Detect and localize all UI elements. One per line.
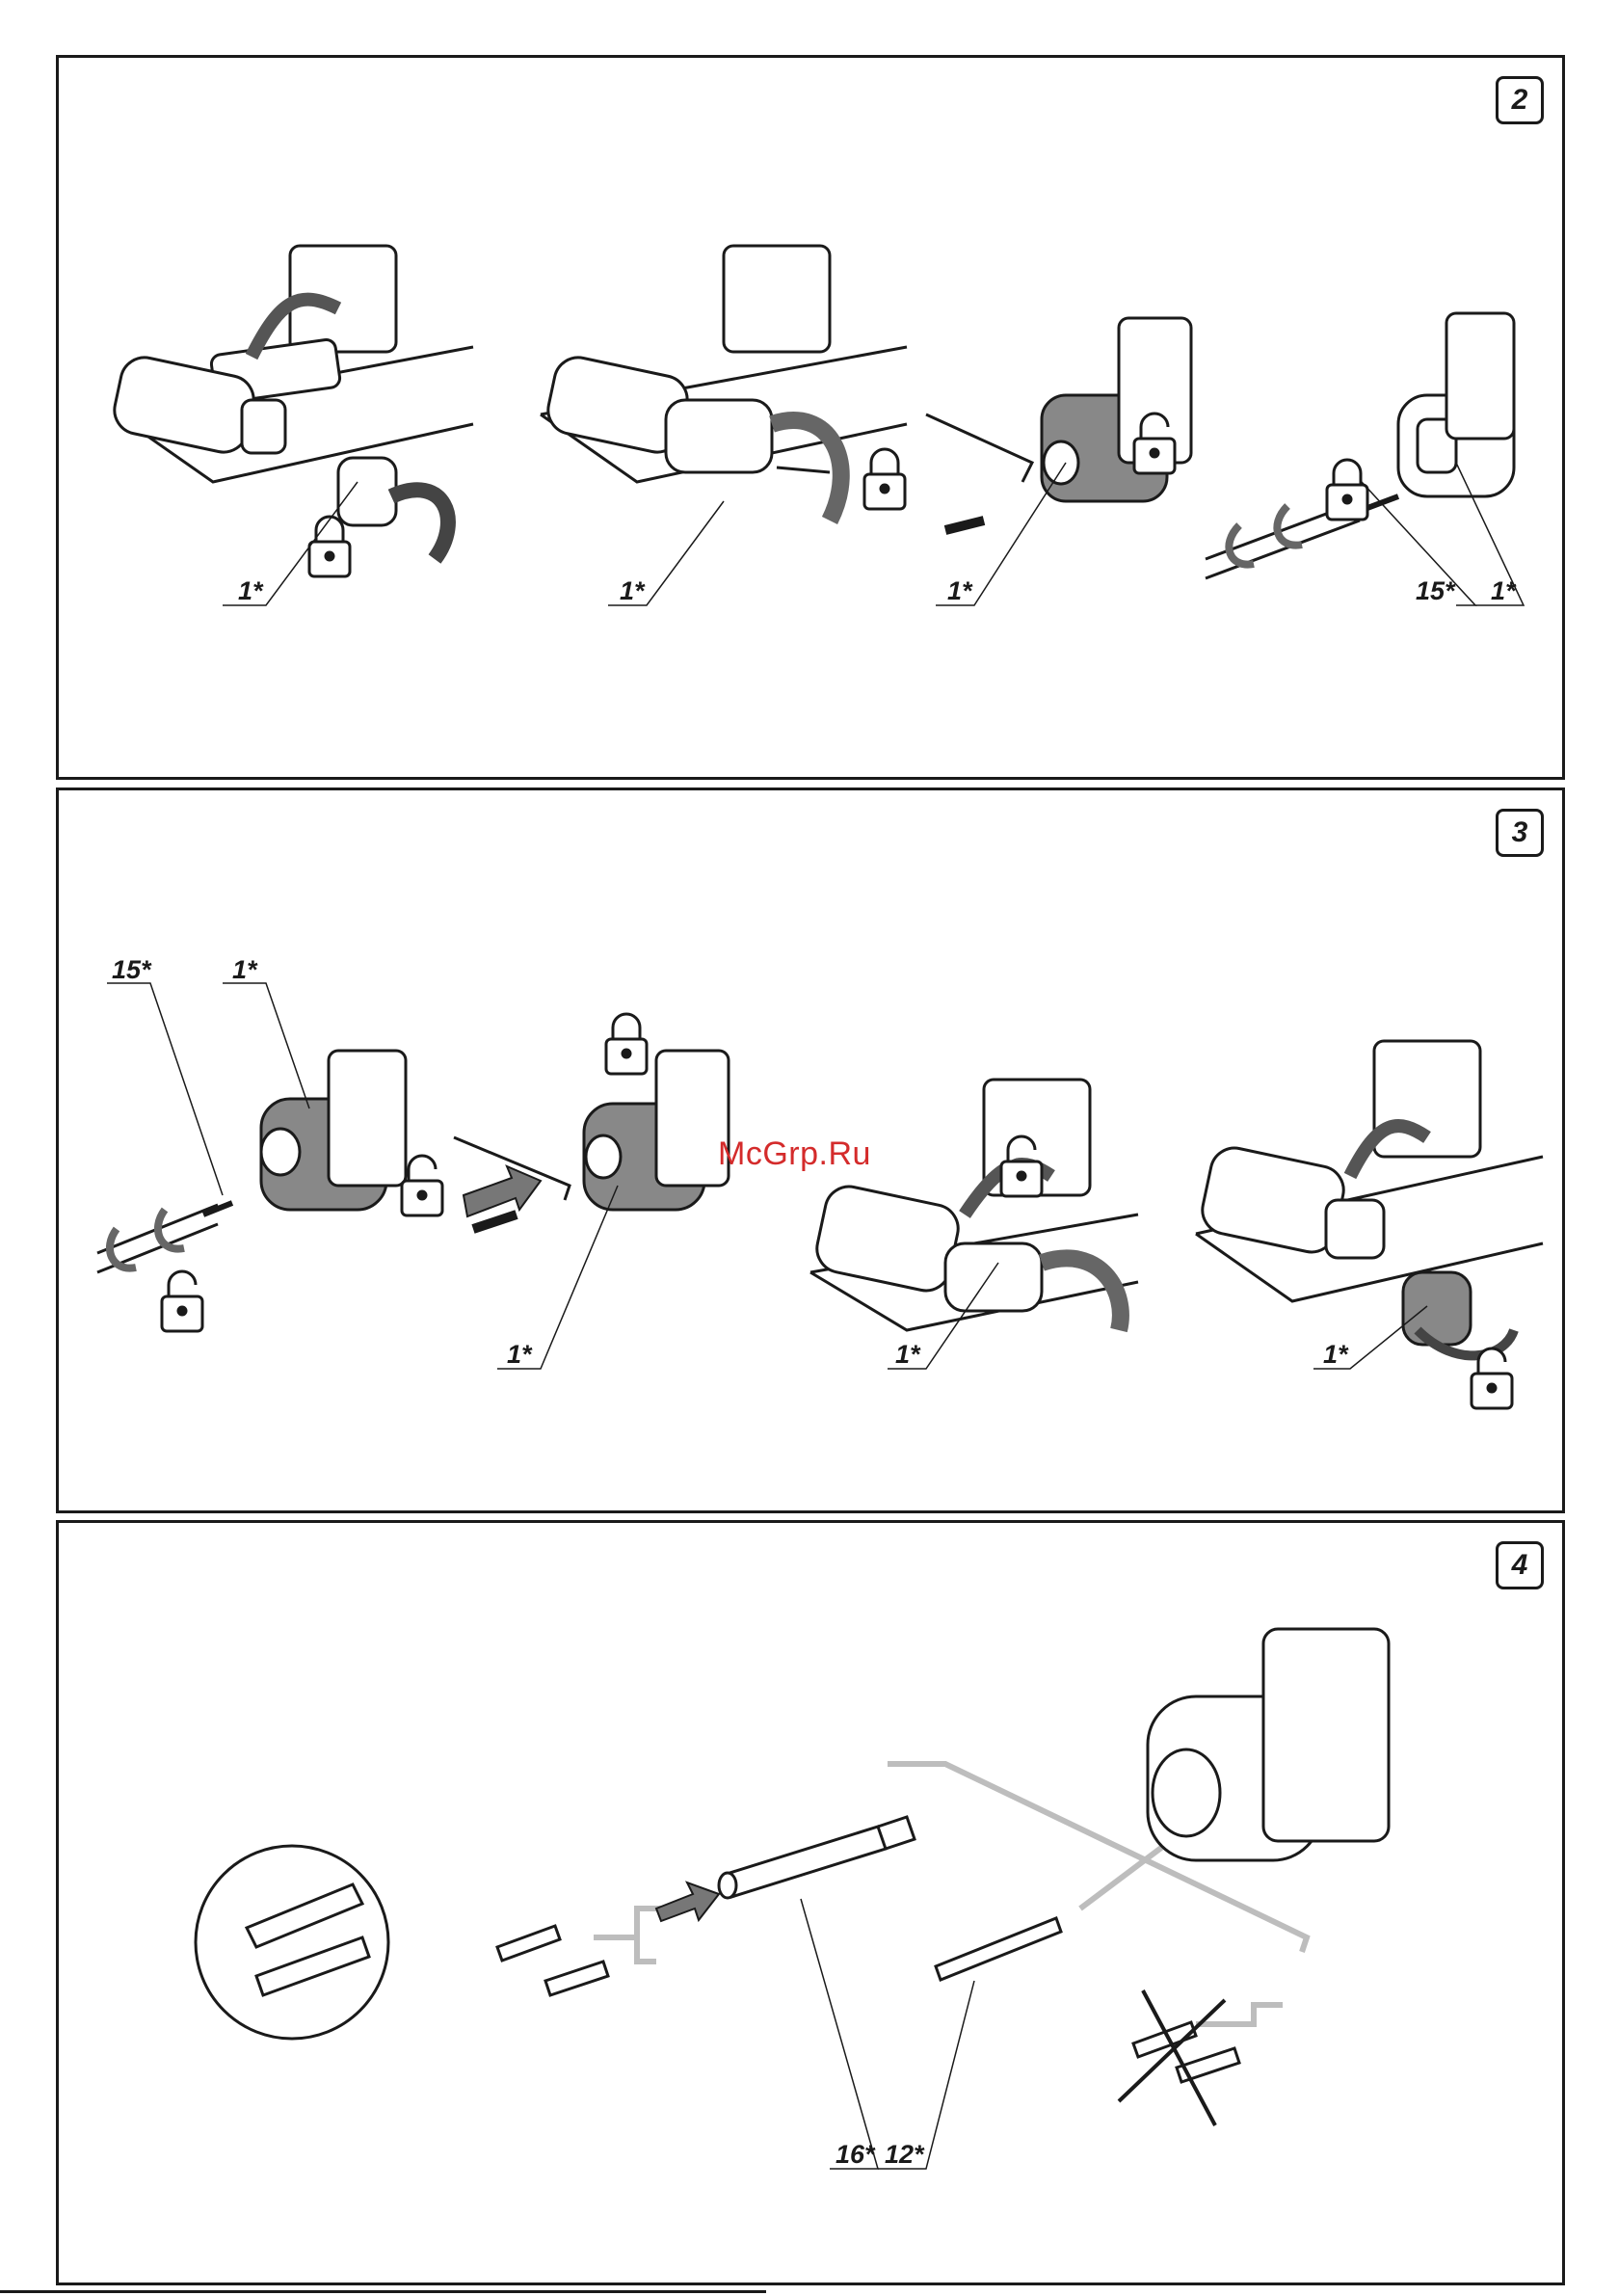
callout-label: 15* <box>112 955 152 984</box>
drill-illustration <box>1196 1041 1543 1301</box>
push-arrow-icon <box>464 1166 541 1216</box>
callout-label: 15* <box>1416 576 1456 605</box>
panel-4-illustration: 16* 12* <box>59 1523 1568 2288</box>
bit-illustration <box>497 1926 608 1995</box>
figure-panel-2: 2 <box>56 55 1565 780</box>
padlock-open-icon <box>1472 1348 1512 1408</box>
figure-panel-4: 4 <box>56 1520 1565 2285</box>
callout-label: 1* <box>507 1340 533 1369</box>
chuck-illustration <box>261 1051 406 1210</box>
bit-illustration <box>936 1918 1061 1980</box>
panel-2-illustration: 1* 1* 1* 15* 1* <box>59 58 1568 783</box>
padlock-closed-icon <box>1327 460 1367 520</box>
chuck-illustration <box>584 1051 729 1210</box>
padlock-closed-icon <box>606 1014 647 1074</box>
footer-rule <box>0 2290 766 2293</box>
padlock-open-icon <box>1134 414 1175 473</box>
padlock-closed-icon <box>864 449 905 509</box>
bit-holder-illustration <box>719 1817 915 1898</box>
chuck-illustration <box>1403 1272 1514 1355</box>
drill-illustration <box>541 246 907 521</box>
chuck-illustration <box>1398 313 1514 496</box>
callout-label: 1* <box>1323 1340 1349 1369</box>
padlock-closed-icon <box>309 517 350 576</box>
callout-label: 1* <box>1491 576 1517 605</box>
watermark-text: McGrp.Ru <box>718 1135 871 1173</box>
bit-illustration <box>1206 496 1398 578</box>
callout-label: 12* <box>885 2140 925 2169</box>
push-arrow-icon <box>656 1882 719 1921</box>
drill-illustration <box>810 1080 1138 1330</box>
chuck-illustration <box>338 458 448 559</box>
callout-label: 1* <box>947 576 973 605</box>
drill-illustration <box>110 246 473 482</box>
callout-label: 1* <box>620 576 646 605</box>
padlock-open-icon <box>162 1271 202 1331</box>
chuck-illustration <box>1148 1629 1389 1860</box>
callout-label: 1* <box>238 576 264 605</box>
hex-key-illustration <box>926 414 1032 530</box>
magnifier-detail <box>196 1846 388 2039</box>
callout-label: 16* <box>836 2140 876 2169</box>
callout-label: 1* <box>232 955 258 984</box>
bit-illustration <box>97 1203 232 1272</box>
padlock-open-icon <box>402 1156 442 1215</box>
callout-label: 1* <box>895 1340 921 1369</box>
padlock-open-icon <box>1001 1136 1042 1196</box>
